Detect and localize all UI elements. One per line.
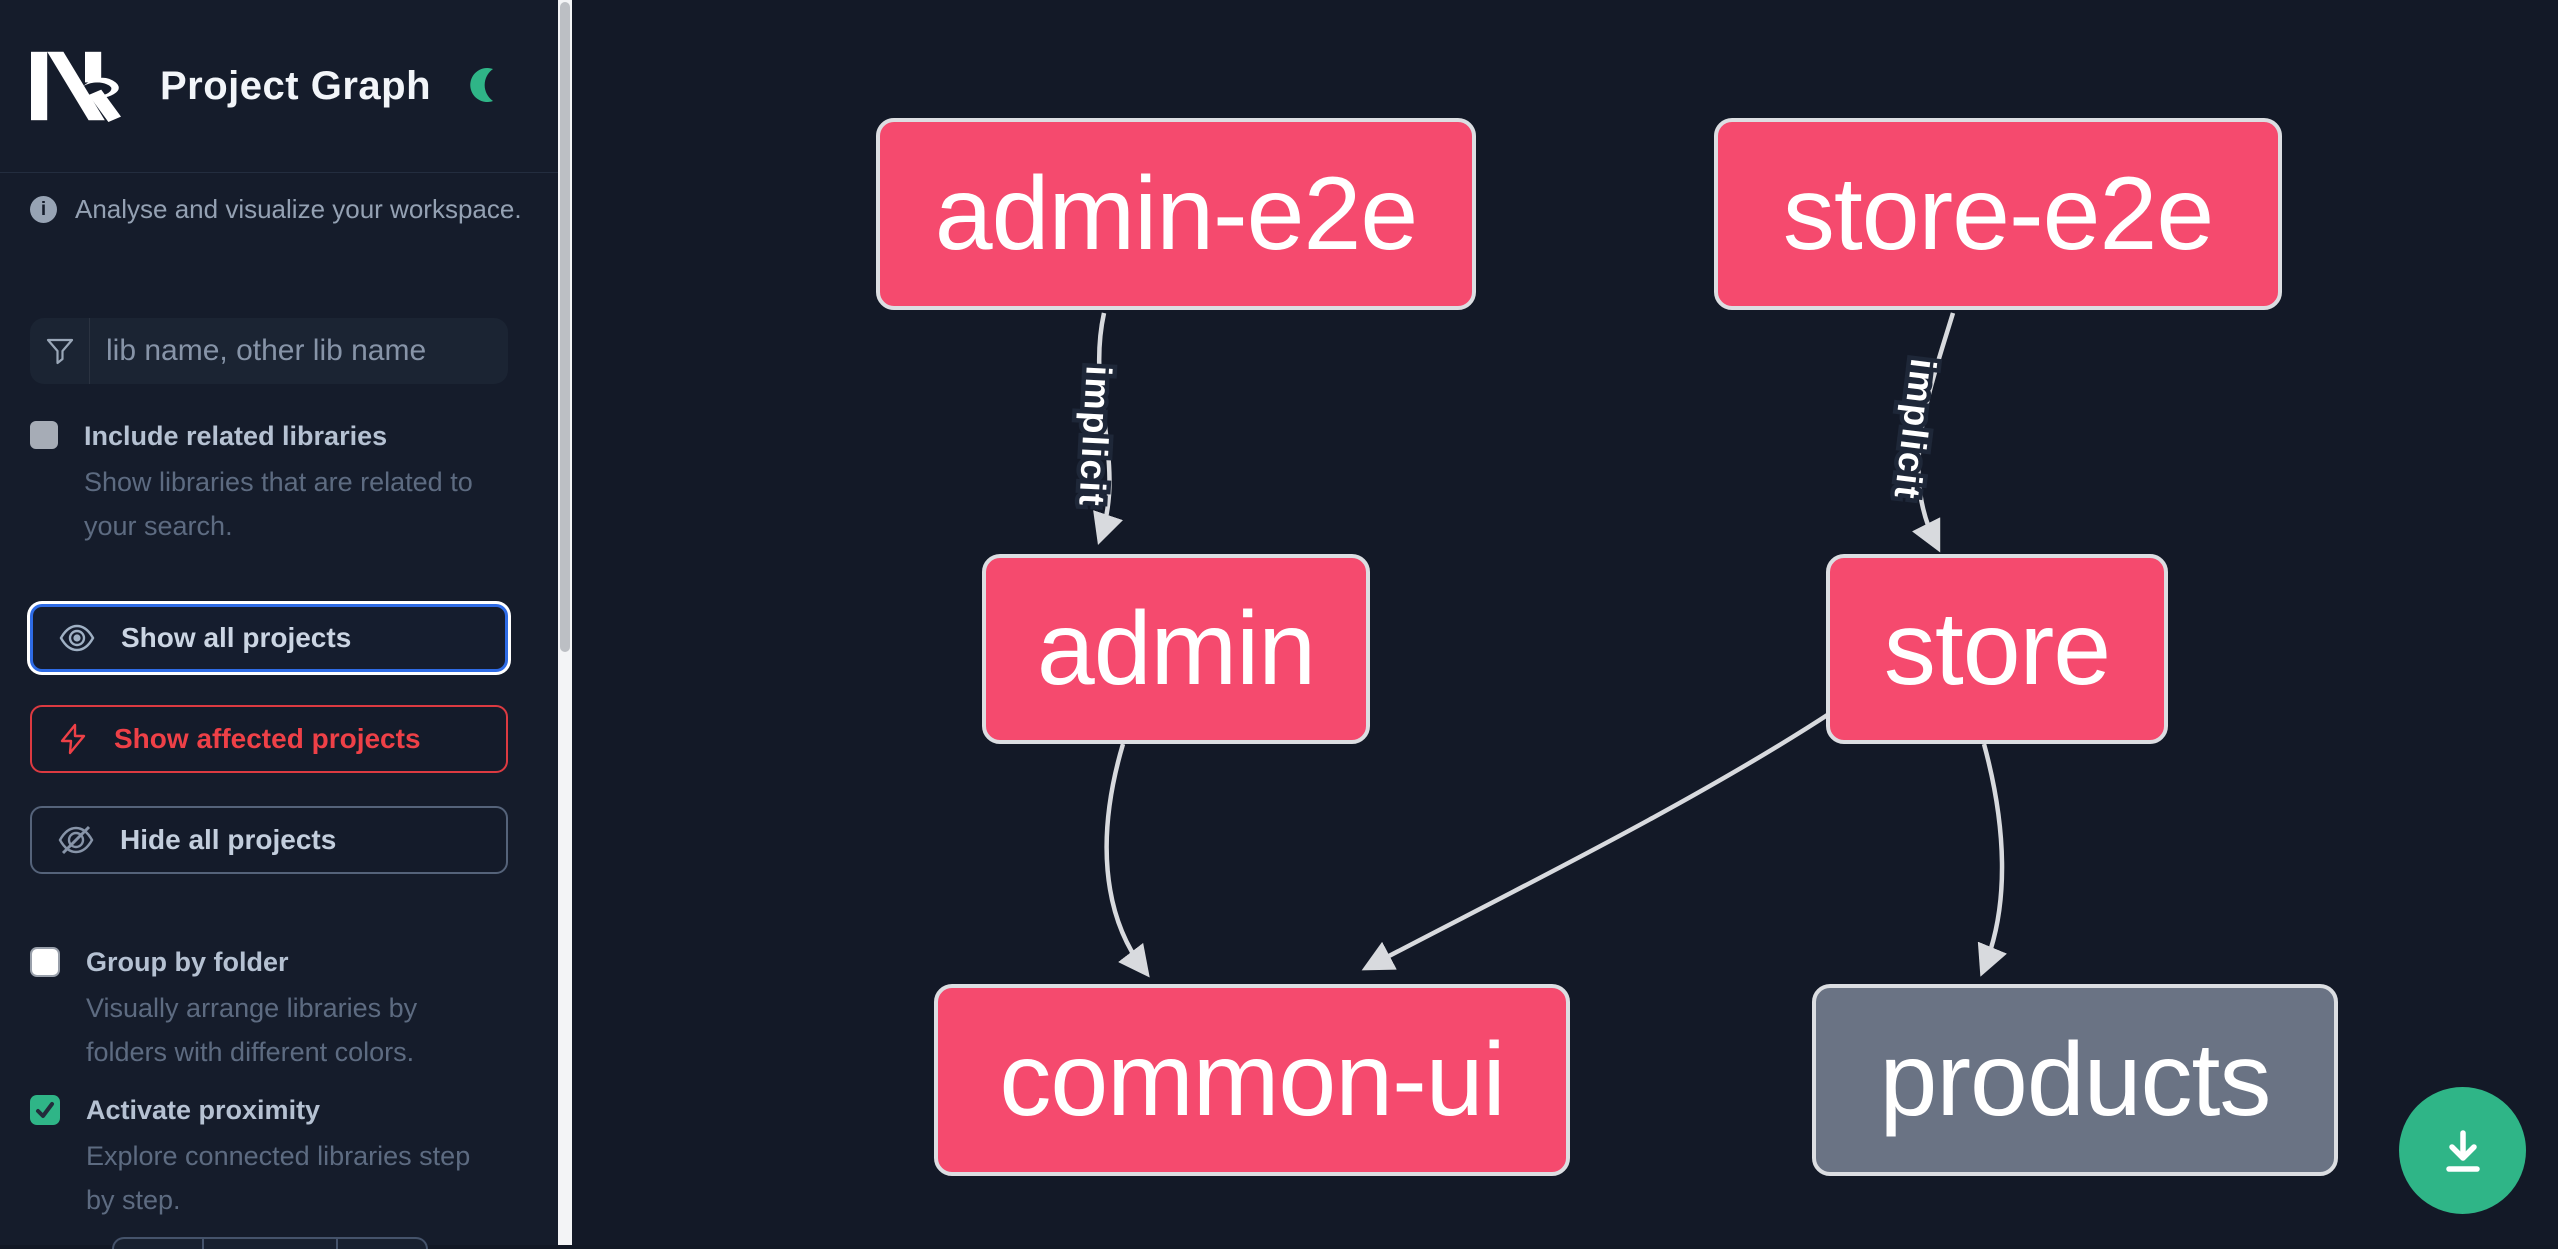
- eye-icon: [59, 623, 95, 653]
- filter-icon: [30, 318, 90, 384]
- node-label: store-e2e: [1783, 155, 2213, 274]
- toggle-label: Activate proximity: [86, 1092, 470, 1128]
- graph-node-store-e2e[interactable]: store-e2e: [1714, 118, 2282, 310]
- button-label: Show affected projects: [114, 723, 421, 755]
- toggle-description: Visually arrange libraries by folders wi…: [86, 986, 417, 1074]
- toggle-description: Explore connected libraries step by step…: [86, 1134, 470, 1222]
- graph-node-common-ui[interactable]: common-ui: [934, 984, 1570, 1176]
- theme-toggle-button[interactable]: [466, 66, 506, 106]
- checkbox-group-by-folder[interactable]: [30, 947, 60, 977]
- button-label: Show all projects: [121, 622, 351, 654]
- sidebar-header: Project Graph: [0, 0, 558, 173]
- sidebar-scrollbar-track[interactable]: [558, 0, 572, 1245]
- toggle-group-by-folder: Group by folder Visually arrange librari…: [30, 944, 530, 1074]
- workspace-info: i Analyse and visualize your workspace.: [30, 194, 538, 225]
- moon-icon: [467, 66, 505, 104]
- graph-node-products[interactable]: products: [1812, 984, 2338, 1176]
- toggle-label: Include related libraries: [84, 418, 473, 454]
- bolt-icon: [58, 723, 88, 755]
- checkbox-include-related[interactable]: [30, 421, 58, 449]
- node-label: common-ui: [999, 1021, 1504, 1140]
- graph-node-admin-e2e[interactable]: admin-e2e: [876, 118, 1476, 310]
- sidebar-scrollbar-thumb[interactable]: [560, 2, 570, 652]
- toggle-include-related: Include related libraries Show libraries…: [30, 418, 530, 548]
- node-label: admin-e2e: [935, 155, 1417, 274]
- graph-node-admin[interactable]: admin: [982, 554, 1370, 744]
- search-box: [30, 318, 508, 384]
- node-label: admin: [1037, 590, 1315, 709]
- toggle-activate-proximity: Activate proximity Explore connected lib…: [30, 1092, 530, 1222]
- show-affected-projects-button[interactable]: Show affected projects: [30, 705, 508, 773]
- download-graph-button[interactable]: [2399, 1087, 2526, 1214]
- checkbox-activate-proximity[interactable]: [30, 1095, 60, 1125]
- node-label: store: [1884, 590, 2110, 709]
- hide-all-projects-button[interactable]: Hide all projects: [30, 806, 508, 874]
- show-all-projects-button[interactable]: Show all projects: [30, 604, 508, 672]
- button-label: Hide all projects: [120, 824, 336, 856]
- toggle-label: Group by folder: [86, 944, 417, 980]
- info-icon: i: [30, 196, 57, 223]
- graph-node-store[interactable]: store: [1826, 554, 2168, 744]
- eye-off-icon: [58, 824, 94, 856]
- node-label: products: [1880, 1021, 2271, 1140]
- toggle-description: Show libraries that are related to your …: [84, 460, 473, 548]
- page-title: Project Graph: [160, 64, 431, 109]
- check-icon: [33, 1098, 57, 1122]
- search-input[interactable]: [90, 318, 508, 384]
- nx-logo: [30, 50, 122, 122]
- download-icon: [2433, 1121, 2493, 1181]
- info-text: Analyse and visualize your workspace.: [75, 194, 522, 225]
- proximity-stepper-partial[interactable]: [112, 1237, 428, 1249]
- sidebar: Project Graph i Analyse and visualize yo…: [0, 0, 558, 1245]
